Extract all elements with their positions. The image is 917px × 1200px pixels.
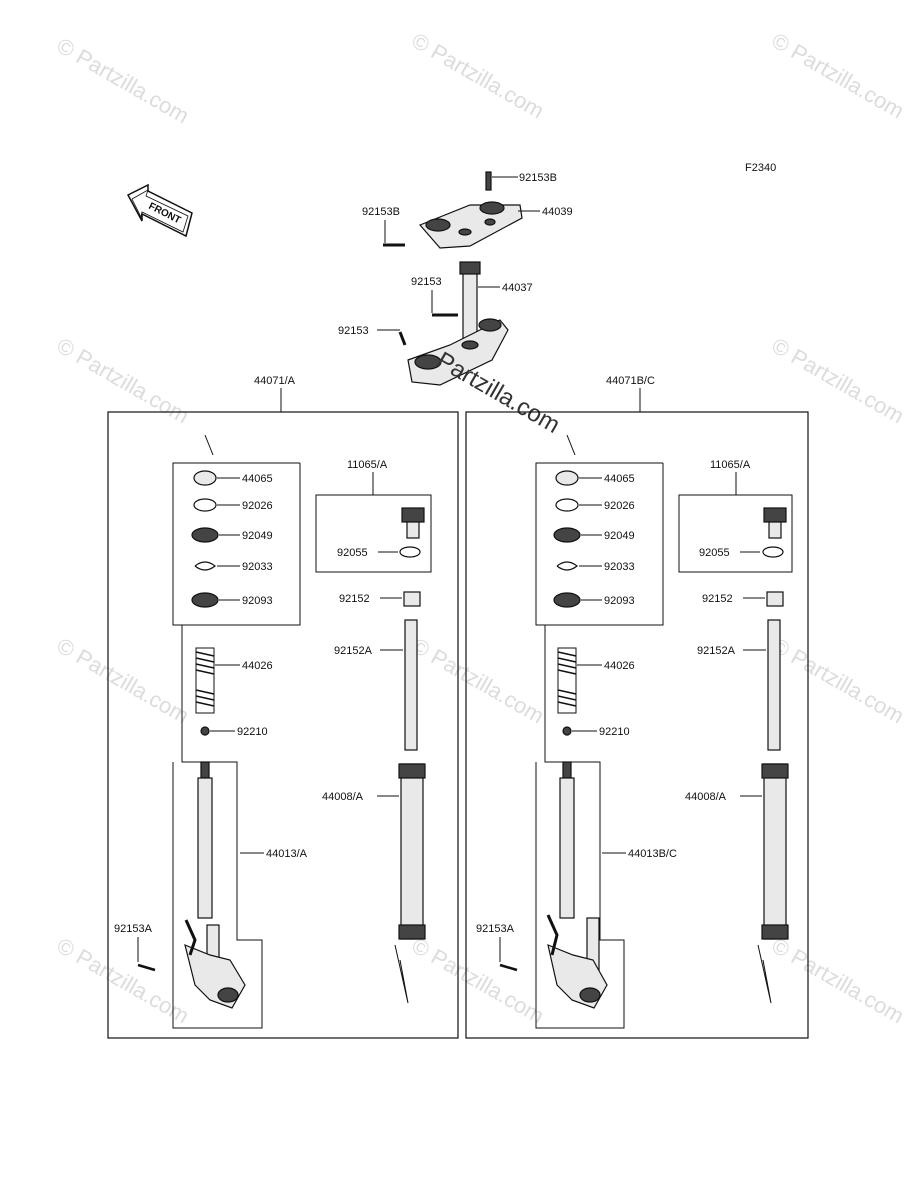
right-box <box>465 411 809 1039</box>
label-92093: 92093 <box>242 595 273 607</box>
watermark: © Partzilla.com <box>768 933 909 1029</box>
watermark: © Partzilla.com <box>53 333 194 429</box>
label-92049: 92049 <box>604 530 635 542</box>
fork-cap <box>401 507 425 539</box>
label-44026: 44026 <box>604 660 635 672</box>
label-44013BC: 44013B/C <box>628 848 677 860</box>
label-92049: 92049 <box>242 530 273 542</box>
label-92033: 92033 <box>242 561 273 573</box>
watermark: © Partzilla.com <box>408 633 549 729</box>
seal-group-bracket <box>172 462 301 626</box>
label-92055: 92055 <box>337 547 368 559</box>
top-bolt <box>485 171 492 191</box>
watermark: © Partzilla.com <box>768 333 909 429</box>
watermark: © Partzilla.com <box>53 933 194 1029</box>
label-44013A: 44013/A <box>266 848 308 860</box>
label-92055: 92055 <box>699 547 730 559</box>
label-92153-lower: 92153 <box>338 325 369 337</box>
lower-bracket <box>398 318 509 386</box>
label-92033: 92033 <box>604 561 635 573</box>
label-92093: 92093 <box>604 595 635 607</box>
watermark: © Partzilla.com <box>408 933 549 1029</box>
center-logo: Partzilla.com <box>432 347 564 439</box>
inner-tube-bracket <box>535 625 625 1029</box>
watermark: © Partzilla.com <box>53 33 194 129</box>
label-92153A: 92153A <box>476 923 515 935</box>
label-92210: 92210 <box>599 726 630 738</box>
diagram-code: F2340 <box>745 162 776 174</box>
label-44039: 44039 <box>542 206 573 218</box>
watermark: © Partzilla.com <box>53 633 194 729</box>
watermark: © Partzilla.com <box>768 28 909 124</box>
label-92153-stem: 92153 <box>411 276 442 288</box>
label-92153B-top: 92153B <box>519 172 557 184</box>
label-44008A: 44008/A <box>322 791 364 803</box>
steering-stem <box>432 261 481 346</box>
label-92026: 92026 <box>242 500 273 512</box>
label-11065A: 11065/A <box>347 459 388 471</box>
seal-group-bracket <box>535 462 664 626</box>
label-92152: 92152 <box>339 593 370 605</box>
upper-bracket <box>418 201 523 249</box>
label-44026: 44026 <box>242 660 273 672</box>
label-92152: 92152 <box>702 593 733 605</box>
left-box <box>107 411 459 1039</box>
label-44008A: 44008/A <box>685 791 727 803</box>
label-92153A: 92153A <box>114 923 153 935</box>
label-92210: 92210 <box>237 726 268 738</box>
label-44037: 44037 <box>502 282 533 294</box>
front-arrow-icon: FRONT <box>126 183 193 238</box>
label-92153B-left: 92153B <box>362 206 400 218</box>
right-fork <box>499 434 664 1029</box>
right-box-title: 44071B/C <box>606 375 655 387</box>
label-44065: 44065 <box>604 473 635 485</box>
label-92152A: 92152A <box>334 645 373 657</box>
label-11065A: 11065/A <box>710 459 751 471</box>
inner-tube-bracket <box>172 625 263 1029</box>
label-92026: 92026 <box>604 500 635 512</box>
left-fork <box>137 434 301 1029</box>
fork-cap <box>763 507 787 539</box>
label-44065: 44065 <box>242 473 273 485</box>
left-box-title: 44071/A <box>254 375 296 387</box>
watermark: © Partzilla.com <box>768 633 909 729</box>
label-92152A: 92152A <box>697 645 736 657</box>
watermark: © Partzilla.com <box>408 28 549 124</box>
